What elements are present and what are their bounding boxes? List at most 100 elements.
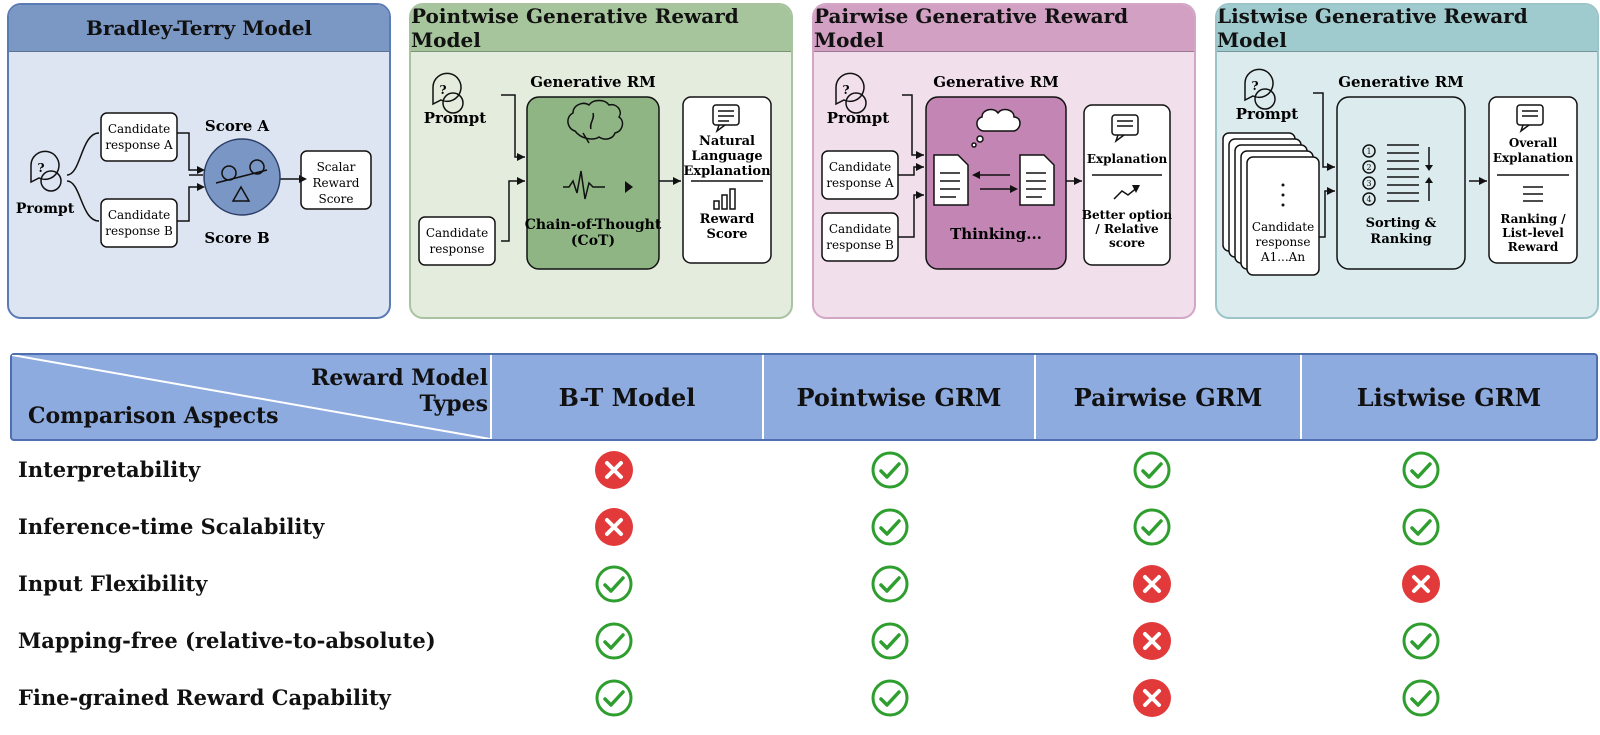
- cand-a-line1: Candidate: [108, 122, 170, 136]
- cand-line2: response: [430, 242, 485, 256]
- out2-line1: Reward: [700, 212, 755, 227]
- panel-title: Pointwise Generative Reward Model: [411, 5, 791, 52]
- column-header: Pairwise GRM: [1034, 355, 1300, 439]
- row-label: Inference-time Scalability: [18, 514, 325, 539]
- out2-line3: score: [1109, 236, 1145, 250]
- corner-top-label: Reward Model Types: [311, 365, 488, 417]
- out2-line2: / Relative: [1095, 222, 1159, 236]
- cross-circle-icon: [1402, 565, 1440, 603]
- check-circle-icon: [1402, 679, 1440, 717]
- bt-diagram: ? Prompt Candidate response A Candidate …: [16, 112, 372, 248]
- cross-circle-icon: [1133, 679, 1171, 717]
- output-line2: Reward: [313, 176, 360, 190]
- check-circle-icon: [871, 508, 909, 546]
- cand-line3: A1...An: [1260, 250, 1305, 264]
- cand-a-line1: Candidate: [829, 160, 891, 174]
- output-line3: Score: [318, 192, 353, 206]
- corner-bottom-label: Comparison Aspects: [28, 403, 279, 429]
- check-circle-icon: [871, 622, 909, 660]
- pw-diagram: ? Prompt Generative RM Candidate respons…: [418, 72, 772, 270]
- row-label: Input Flexibility: [18, 571, 208, 596]
- check-circle-icon: [595, 622, 633, 660]
- table-row: Fine-grained Reward Capability: [10, 669, 1598, 726]
- cand-line1: Candidate: [1252, 220, 1314, 234]
- panel-bradley-terry: Bradley-Terry Model: [7, 3, 391, 319]
- table-row: Inference-time Scalability: [10, 498, 1598, 555]
- candidate-stack: [1222, 132, 1320, 276]
- speech-bubble-icon: [1111, 114, 1139, 144]
- panel-pointwise: Pointwise Generative Reward Model: [409, 3, 793, 319]
- out2-line2: List-level: [1502, 226, 1564, 240]
- column-header: B-T Model: [490, 355, 762, 439]
- output-box: [1083, 104, 1171, 266]
- cand-b-line2: response B: [826, 238, 894, 252]
- check-circle-icon: [871, 679, 909, 717]
- cand-b-line2: response B: [105, 224, 173, 238]
- out2-line1: Better option: [1082, 208, 1172, 222]
- svg-text:2: 2: [1366, 163, 1371, 172]
- check-circle-icon: [595, 565, 633, 603]
- panel-title: Bradley-Terry Model: [9, 5, 389, 52]
- rm-label: Generative RM: [1338, 73, 1464, 91]
- table-row: Mapping-free (relative-to-absolute): [10, 612, 1598, 669]
- prompt-label: Prompt: [16, 201, 75, 217]
- document-icon: [1019, 154, 1055, 206]
- out2-line1: Ranking /: [1500, 212, 1566, 226]
- candidate-b-box: [100, 198, 178, 248]
- sort-line1: Sorting &: [1366, 216, 1437, 231]
- table-row: Interpretability: [10, 441, 1598, 498]
- candidate-a-box: [100, 112, 178, 162]
- panel-listwise: Listwise Generative Reward Model: [1215, 3, 1599, 319]
- cand-a-line2: response A: [105, 138, 173, 152]
- generative-rm-box: [925, 96, 1067, 270]
- out1-line1: Natural: [699, 134, 755, 149]
- panel-title: Listwise Generative Reward Model: [1217, 5, 1597, 52]
- svg-text:3: 3: [1366, 179, 1371, 188]
- speech-bubble-icon: [712, 104, 740, 134]
- check-circle-icon: [871, 565, 909, 603]
- panel-pairwise: Pairwise Generative Reward Model: [812, 3, 1196, 319]
- thought-cloud-icon: [971, 108, 1021, 148]
- document-icon: [933, 154, 969, 206]
- prompt-label: Prompt: [827, 109, 890, 127]
- brain-icon: [567, 99, 624, 144]
- cand-a-line2: response A: [826, 176, 894, 190]
- bar-chart-icon: [713, 188, 736, 210]
- check-circle-icon: [871, 451, 909, 489]
- output-box: [1488, 96, 1578, 264]
- out1-line2: Explanation: [1493, 151, 1574, 165]
- cand-b-line1: Candidate: [108, 208, 170, 222]
- rm-label: Generative RM: [530, 73, 656, 91]
- column-header: Pointwise GRM: [762, 355, 1034, 439]
- cot-line1: Chain-of-Thought: [525, 217, 662, 233]
- svg-text:4: 4: [1366, 195, 1371, 204]
- out2-line3: Reward: [1508, 240, 1559, 254]
- cross-circle-icon: [595, 508, 633, 546]
- rm-label: Generative RM: [933, 73, 1059, 91]
- check-circle-icon: [1133, 451, 1171, 489]
- score-a-label: Score A: [205, 117, 270, 135]
- svg-text:?: ?: [842, 83, 849, 97]
- check-circle-icon: [1402, 451, 1440, 489]
- prompt-icon: [30, 150, 62, 192]
- output-line1: Scalar: [317, 160, 356, 174]
- out2-line2: Score: [706, 227, 747, 242]
- svg-text:?: ?: [439, 83, 446, 97]
- cross-circle-icon: [1133, 565, 1171, 603]
- check-circle-icon: [595, 679, 633, 717]
- out1-line1: Overall: [1509, 136, 1558, 150]
- out1-label: Explanation: [1087, 152, 1168, 166]
- trend-icon: [1113, 186, 1139, 200]
- ranking-list-icon: [1362, 144, 1430, 206]
- svg-text:?: ?: [37, 161, 44, 175]
- cand-line1: Candidate: [426, 226, 488, 240]
- candidate-box: [418, 216, 496, 266]
- cot-line2: (CoT): [571, 233, 615, 249]
- svg-text:?: ?: [1251, 79, 1258, 93]
- list-icon: [1523, 186, 1543, 202]
- wave-icon: [563, 170, 605, 200]
- column-header: Listwise GRM: [1300, 355, 1596, 439]
- generative-rm-box: [1336, 96, 1466, 270]
